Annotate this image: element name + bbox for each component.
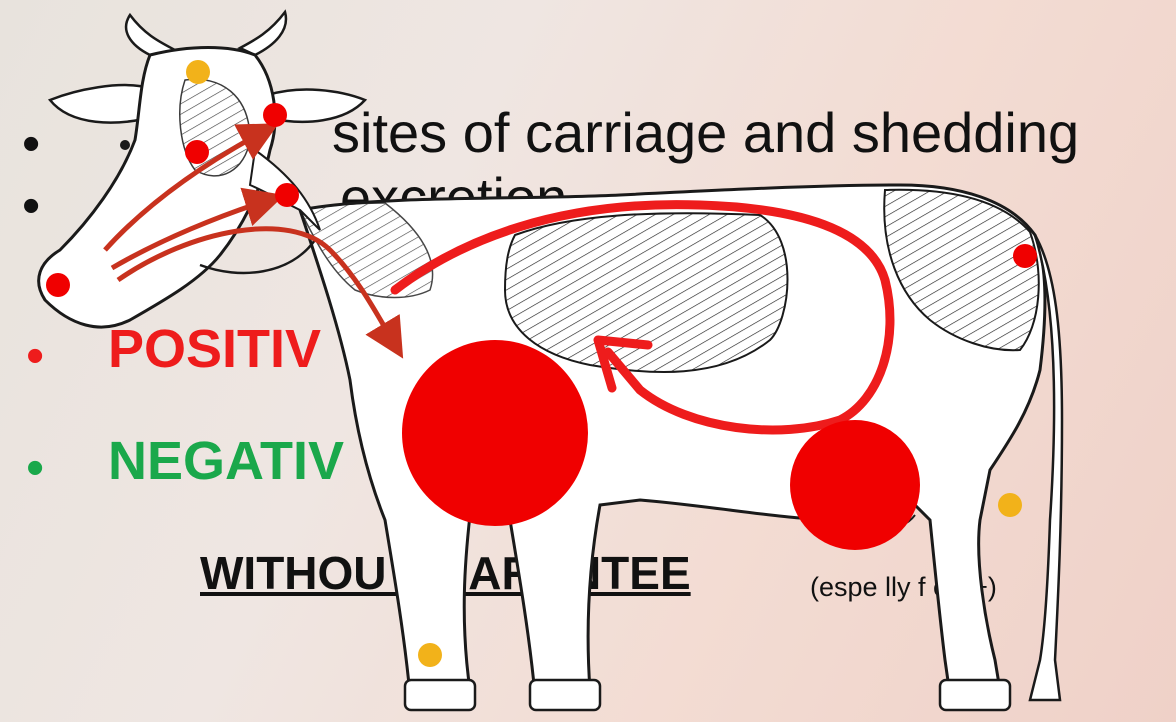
marker-nose — [46, 273, 70, 297]
marker-udder — [790, 420, 920, 550]
marker-chest — [402, 340, 588, 526]
marker-tail-base — [1013, 244, 1037, 268]
marker-ear — [263, 103, 287, 127]
marker-throat — [275, 183, 299, 207]
marker-forehead — [186, 60, 210, 84]
marker-front-leg — [418, 643, 442, 667]
marker-hind-leg — [998, 493, 1022, 517]
marker-eye — [185, 140, 209, 164]
